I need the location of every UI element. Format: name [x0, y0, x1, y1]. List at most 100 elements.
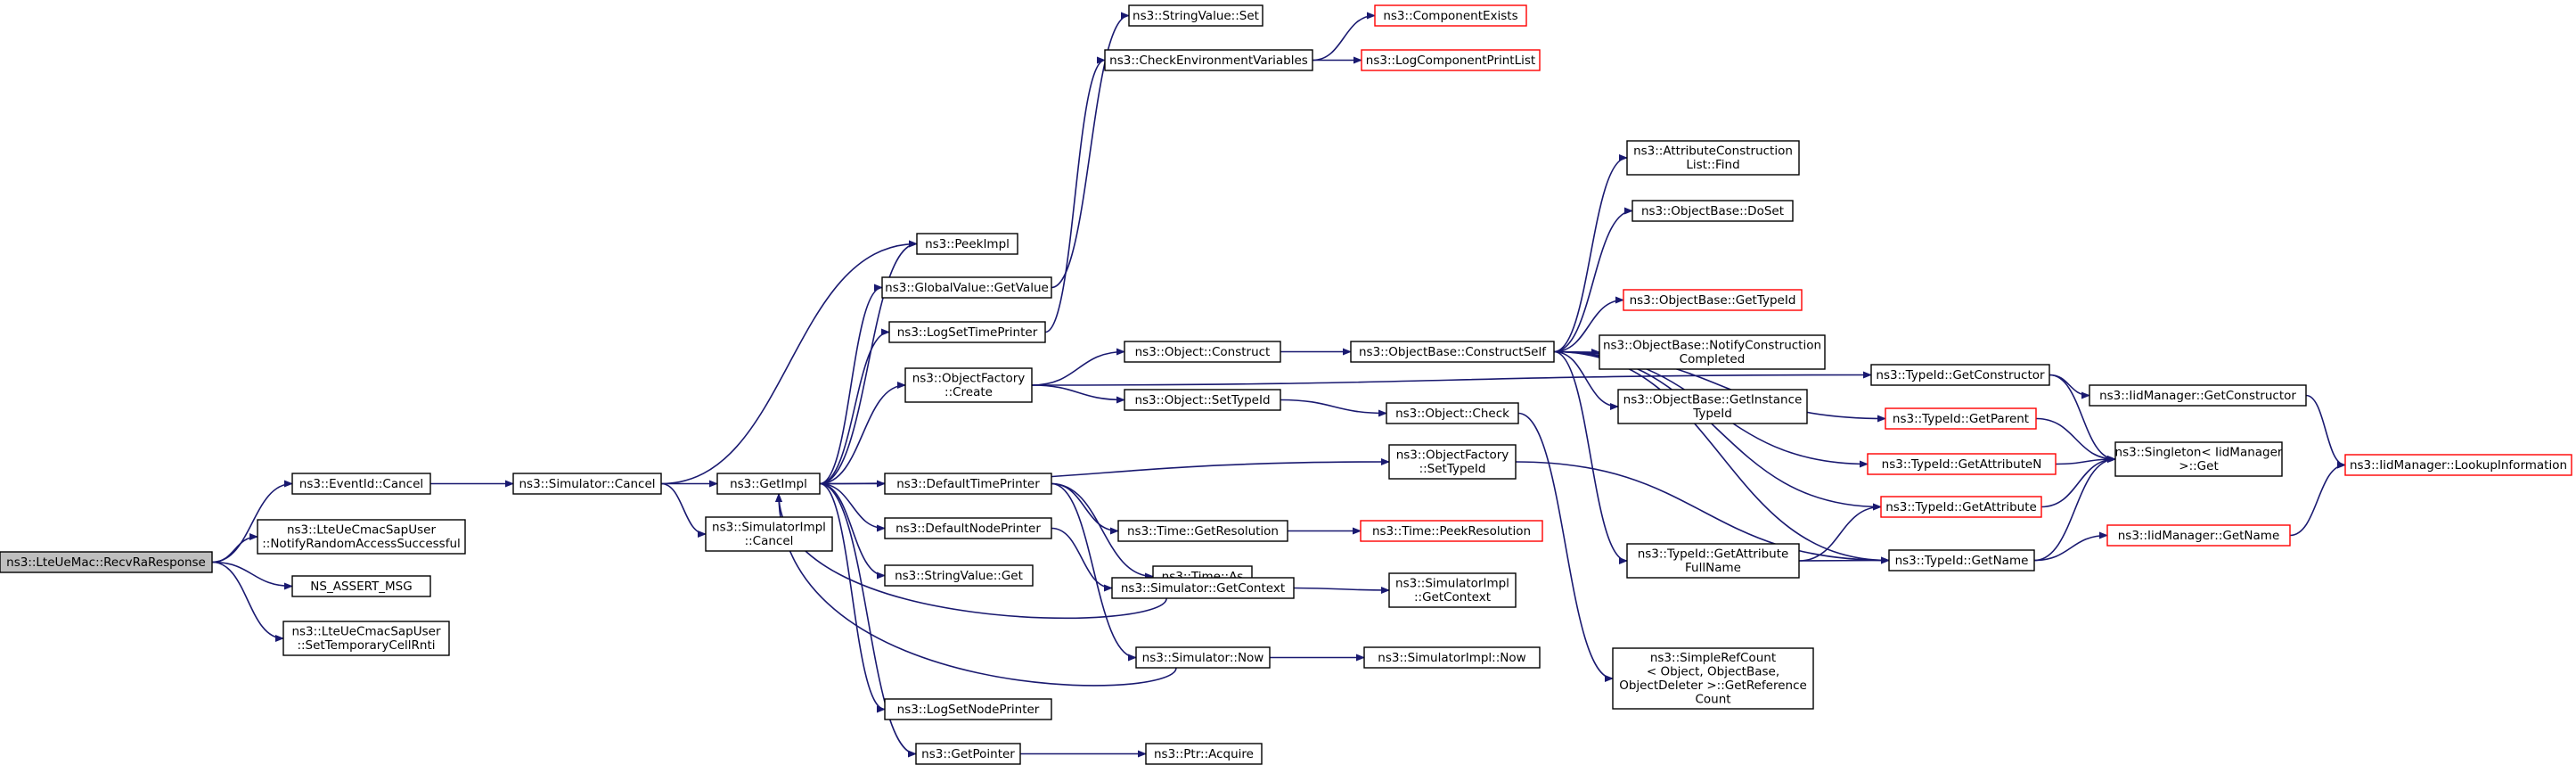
node-label: ns3::ObjectFactory: [1396, 448, 1509, 463]
node-simimpl-cancel[interactable]: ns3::SimulatorImpl::Cancel: [705, 516, 833, 552]
call-edges: [211, 12, 2346, 758]
node-typeid-getname[interactable]: ns3::TypeId::GetName: [1888, 549, 2035, 572]
call-edge: [2040, 456, 2116, 508]
node-label: ns3::LteUeCmacSapUser: [291, 625, 440, 639]
node-box: [1626, 140, 1800, 176]
call-edge: [819, 240, 918, 485]
node-label: ::SetTypeId: [1419, 462, 1486, 476]
node-checkenv[interactable]: ns3::CheckEnvironmentVariables: [1104, 49, 1313, 71]
node-box: [1386, 402, 1519, 424]
node-obj-settypeid[interactable]: ns3::Object::SetTypeId: [1124, 389, 1281, 411]
node-label: Completed: [1680, 352, 1746, 366]
node-box: [904, 367, 1033, 403]
node-label: ns3::AttributeConstruction: [1633, 144, 1793, 159]
node-label: ns3::Ptr::Acquire: [1154, 747, 1254, 761]
node-box: [512, 473, 662, 495]
node-label: Count: [1695, 693, 1730, 707]
node-ev-cancel[interactable]: ns3::EventId::Cancel: [291, 473, 431, 495]
call-edge: [211, 561, 293, 590]
node-sim-cancel[interactable]: ns3::Simulator::Cancel: [512, 473, 662, 495]
node-label: ns3::Singleton< IidManager: [2115, 446, 2283, 460]
node-getimpl[interactable]: ns3::GetImpl: [716, 473, 821, 495]
node-label: ::SetTemporaryCellRnti: [297, 638, 435, 653]
node-label: ns3::ComponentExists: [1383, 9, 1517, 23]
node-objbase-cs[interactable]: ns3::ObjectBase::ConstructSelf: [1350, 341, 1555, 363]
node-box: [1104, 49, 1313, 71]
node-sim-now[interactable]: ns3::Simulator::Now: [1135, 646, 1271, 669]
node-deftimeprinter[interactable]: ns3::DefaultTimePrinter: [884, 473, 1052, 495]
node-defnodeprinter[interactable]: ns3::DefaultNodePrinter: [884, 517, 1052, 539]
call-edge: [2305, 394, 2346, 469]
node-label: ns3::ObjectBase::DoSet: [1641, 204, 1784, 218]
call-edge: [819, 328, 890, 485]
node-label: TypeId: [1692, 407, 1732, 421]
node-box: [1124, 389, 1281, 411]
node-simimpl-getctx[interactable]: ns3::SimulatorImpl::GetContext: [1388, 572, 1517, 608]
node-box: [1617, 389, 1808, 424]
node-obj-construct[interactable]: ns3::Object::Construct: [1124, 341, 1281, 363]
call-edge: [1051, 482, 1154, 580]
node-strval-set[interactable]: ns3::StringValue::Set: [1128, 4, 1263, 27]
node-gv-getvalue[interactable]: ns3::GlobalValue::GetValue: [881, 276, 1052, 299]
node-set-temp[interactable]: ns3::LteUeCmacSapUser::SetTemporaryCellR…: [282, 621, 450, 656]
call-edge: [1517, 412, 1614, 682]
call-edge: [1051, 482, 1119, 535]
node-singleton-get[interactable]: ns3::Singleton< IidManager>::Get: [2114, 441, 2283, 477]
node-objfac-settypeid[interactable]: ns3::ObjectFactory::SetTypeId: [1388, 444, 1517, 480]
node-getpointer[interactable]: ns3::GetPointer: [915, 743, 1021, 765]
node-simplerefcount[interactable]: ns3::SimpleRefCount< Object, ObjectBase,…: [1612, 647, 1814, 710]
node-label: ns3::ObjectBase::NotifyConstruction: [1603, 339, 1821, 353]
node-label: ns3::SimulatorImpl: [712, 521, 826, 535]
call-edge: [1553, 154, 1628, 353]
node-iid-lookup[interactable]: ns3::IidManager::LookupInformation: [2344, 454, 2572, 476]
node-iid-getname[interactable]: ns3::IidManager::GetName: [2106, 524, 2291, 547]
node-peekimpl[interactable]: ns3::PeekImpl: [916, 233, 1018, 255]
node-label: ::NotifyRandomAccessSuccessful: [262, 537, 461, 551]
node-label: ns3::GetPointer: [921, 747, 1015, 761]
node-box: [884, 698, 1052, 720]
node-label: ns3::DefaultTimePrinter: [896, 477, 1040, 491]
node-notify-ra[interactable]: ns3::LteUeCmacSapUser::NotifyRandomAcces…: [257, 519, 466, 555]
node-label: ns3::IidManager::GetConstructor: [2099, 389, 2296, 403]
node-compexists[interactable]: ns3::ComponentExists: [1374, 4, 1527, 27]
node-box: [291, 473, 431, 495]
node-time-peekres[interactable]: ns3::Time::PeekResolution: [1360, 520, 1543, 542]
node-typeid-getattrn[interactable]: ns3::TypeId::GetAttributeN: [1867, 453, 2057, 475]
node-objbase-notify[interactable]: ns3::ObjectBase::NotifyConstructionCompl…: [1599, 334, 1826, 370]
node-box: [705, 516, 833, 552]
node-label: ns3::StringValue::Set: [1133, 9, 1259, 23]
node-objbase-gettypeid[interactable]: ns3::ObjectBase::GetTypeId: [1623, 289, 1803, 311]
node-iid-getctor[interactable]: ns3::IidManager::GetConstructor: [2089, 384, 2307, 407]
node-typeid-getattr[interactable]: ns3::TypeId::GetAttribute: [1880, 496, 2042, 518]
call-edge: [1051, 527, 1113, 592]
node-logsettime[interactable]: ns3::LogSetTimePrinter: [888, 321, 1046, 343]
node-ptr-acquire[interactable]: ns3::Ptr::Acquire: [1145, 743, 1263, 765]
node-box: [1888, 549, 2035, 572]
call-edge: [2289, 461, 2346, 537]
node-typeid-getctor[interactable]: ns3::TypeId::GetConstructor: [1870, 364, 2050, 386]
node-root[interactable]: ns3::LteUeMac::RecvRaResponse: [0, 551, 213, 573]
node-box: [2114, 441, 2283, 477]
node-box: [2106, 524, 2291, 547]
node-label: ns3::GlobalValue::GetValue: [885, 281, 1049, 295]
call-edge: [660, 240, 918, 485]
node-logsetnode[interactable]: ns3::LogSetNodePrinter: [884, 698, 1052, 720]
node-typeid-getparent[interactable]: ns3::TypeId::GetParent: [1885, 407, 2037, 430]
node-objfac-create[interactable]: ns3::ObjectFactory::Create: [904, 367, 1033, 403]
call-edge: [1798, 503, 1882, 562]
node-sim-getctx[interactable]: ns3::Simulator::GetContext: [1111, 577, 1295, 599]
node-box: [888, 321, 1046, 343]
node-box: [884, 517, 1052, 539]
node-label: ns3::LogComponentPrintList: [1366, 53, 1535, 68]
node-ns-assert[interactable]: NS_ASSERT_MSG: [291, 575, 431, 597]
node-objbase-doset[interactable]: ns3::ObjectBase::DoSet: [1631, 200, 1794, 222]
node-obj-check[interactable]: ns3::Object::Check: [1386, 402, 1519, 424]
node-simimpl-now[interactable]: ns3::SimulatorImpl::Now: [1363, 646, 1541, 669]
node-logcomplist[interactable]: ns3::LogComponentPrintList: [1361, 49, 1541, 71]
node-strval-get[interactable]: ns3::StringValue::Get: [884, 564, 1034, 587]
node-time-getres[interactable]: ns3::Time::GetResolution: [1117, 520, 1288, 542]
